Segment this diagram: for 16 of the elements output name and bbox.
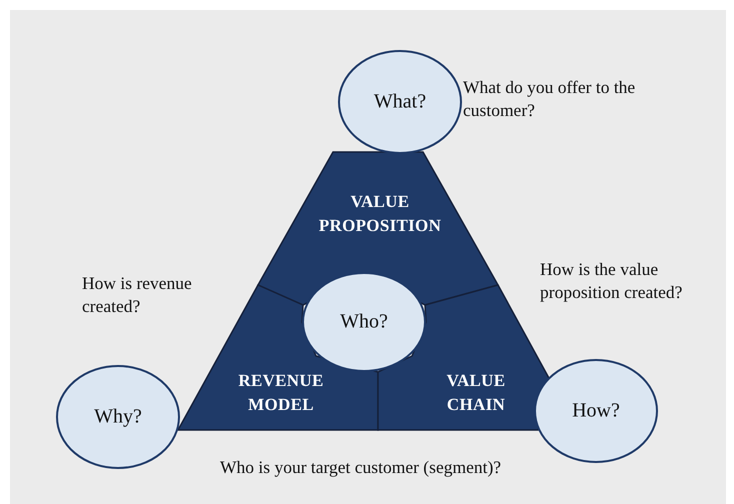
question-text: Who? <box>339 310 389 334</box>
segment-label: VALUE CHAIN <box>446 370 506 416</box>
question-note: Who is your target customer (segment)? <box>220 456 502 479</box>
question-ellipse <box>338 50 462 154</box>
question-text: How? <box>571 400 621 422</box>
triangle-segment <box>258 152 498 305</box>
question-text: Why? <box>93 406 143 428</box>
question-ellipse <box>56 365 180 469</box>
question-text: What? <box>372 90 428 114</box>
question-note: What do you offer to the customer? <box>463 76 636 122</box>
segment-label: VALUE PROPOSITION <box>318 191 442 237</box>
segment-label: REVENUE MODEL <box>237 370 325 416</box>
question-note: How is revenue created? <box>82 272 193 318</box>
question-ellipse <box>302 272 426 372</box>
question-ellipse <box>534 359 658 463</box>
question-note: How is the value proposition created? <box>540 258 684 304</box>
